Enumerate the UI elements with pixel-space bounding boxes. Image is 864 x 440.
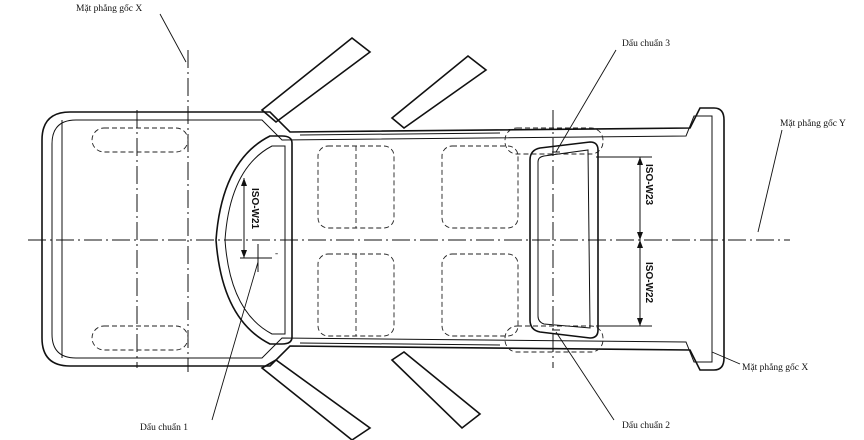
mirror-rear-left [390, 54, 488, 130]
iso-w21-label: ISO-W21 [249, 188, 260, 230]
mark-1-minus-glyph: - [275, 249, 278, 259]
front-right-wheel [91, 325, 189, 351]
front-left-wheel [91, 127, 189, 153]
mark-3-leader [555, 49, 617, 153]
iso-w22-arrow-top [637, 240, 643, 248]
vehicle-inner-outline [51, 115, 713, 363]
mark-2-leader [555, 331, 615, 421]
rear-window [529, 141, 599, 339]
iso-w22-label: ISO-W22 [643, 262, 654, 304]
mark-2-label: Dấu chuẩn 2 [622, 420, 670, 431]
roof-upper-line [299, 132, 501, 136]
iso-w22-arrow-bottom [637, 318, 643, 326]
iso-w21-arrow-bottom [241, 250, 247, 258]
windshield [215, 135, 293, 345]
mark-1-label: Dấu chuẩn 1 [140, 422, 188, 433]
plane-x-top-label: Mặt phẳng gốc X [76, 3, 142, 14]
plane-x-top-leader [159, 13, 187, 63]
windshield-inner [224, 145, 286, 335]
roof-lower-line [299, 342, 501, 346]
rear-right-seat [441, 253, 519, 337]
iso-w23-arrow-top [637, 157, 643, 165]
iso-w23-label: ISO-W23 [643, 164, 654, 206]
iso-w21-arrow-top [241, 178, 247, 186]
plane-x-bottom-label: Mặt phẳng gốc X [742, 362, 808, 373]
mirror-front-left [260, 36, 372, 124]
rear-right-wheel [504, 325, 604, 353]
rear-left-seat [441, 145, 519, 229]
plane-x-bottom-leader [711, 351, 741, 365]
plane-y-label: Mặt phẳng gốc Y [780, 118, 846, 129]
mark-3-label: Dấu chuẩn 3 [622, 38, 670, 49]
vehicle-body-outline [41, 107, 725, 371]
rear-left-wheel [504, 127, 604, 155]
mark-1-leader [211, 261, 259, 421]
mirror-front-right [260, 359, 372, 440]
plane-y-leader [757, 129, 783, 233]
iso-w23-arrow-bottom [637, 232, 643, 240]
rear-window-inner [537, 149, 591, 329]
mirror-rear-right [390, 351, 482, 430]
